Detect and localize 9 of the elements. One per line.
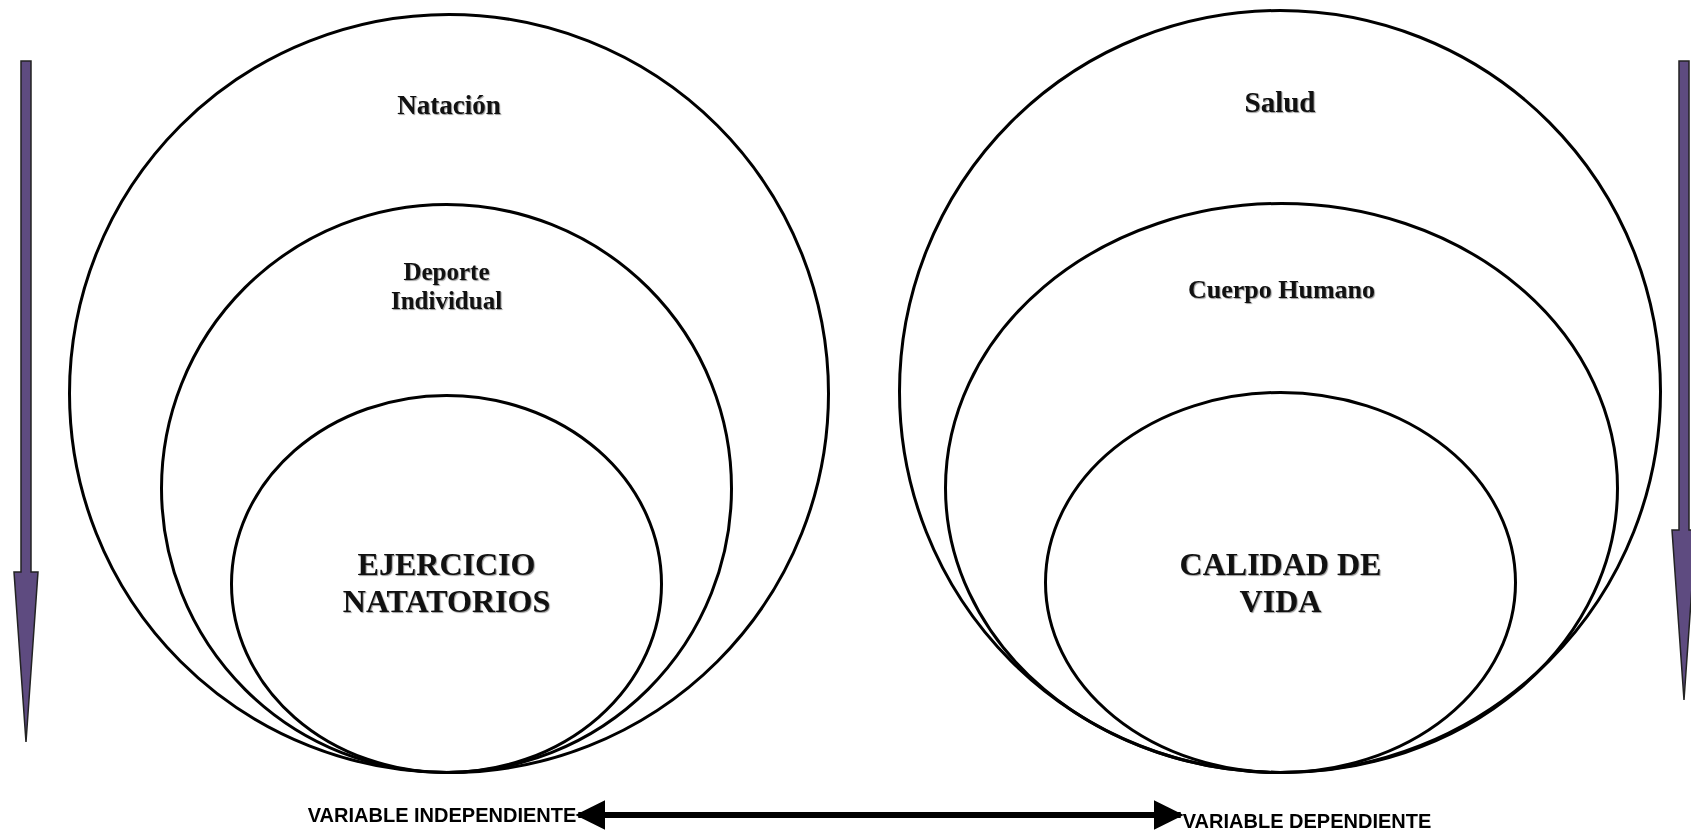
circle-label: Cuerpo Humano bbox=[1186, 275, 1377, 305]
variable-label: VARIABLE INDEPENDIENTE bbox=[307, 804, 577, 827]
variable-label: VARIABLE DEPENDIENTE bbox=[1182, 810, 1432, 833]
double-arrow bbox=[575, 800, 1184, 830]
circle-label: CALIDAD DE VIDA bbox=[1178, 546, 1383, 620]
circle-label: Deporte Individual bbox=[389, 258, 504, 316]
circle-label: EJERCICIO NATATORIOS bbox=[341, 546, 552, 620]
circle-label: Natación bbox=[396, 90, 502, 122]
circle-label: Salud bbox=[1243, 86, 1317, 120]
